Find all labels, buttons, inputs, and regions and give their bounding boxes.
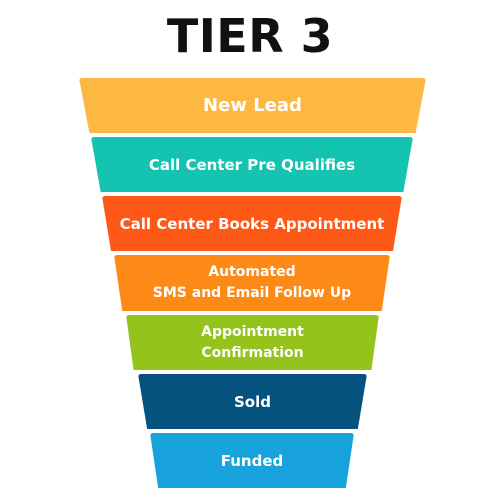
funnel-stage-funded: Funded: [150, 433, 354, 488]
stage-label: New Lead: [203, 95, 302, 116]
stage-label-line-2: SMS and Email Follow Up: [152, 285, 352, 301]
funnel-stage-sold: Sold: [138, 374, 367, 429]
funnel-title: TIER 3: [166, 9, 334, 63]
funnel-stage-automated-follow-up: Automated SMS and Email Follow Up: [114, 255, 390, 311]
funnel-stage-pre-qualifies: Call Center Pre Qualifies: [91, 137, 413, 192]
funnel-stage-new-lead: New Lead: [79, 78, 426, 133]
stage-label: Call Center Pre Qualifies: [148, 155, 356, 174]
stage-label-line-1: Appointment: [201, 323, 304, 340]
stage-label: Call Center Books Appointment: [119, 214, 385, 233]
stage-label-line-1: Automated: [208, 264, 296, 280]
funnel-stage-books-appointment: Call Center Books Appointment: [102, 196, 402, 251]
stage-label: Sold: [234, 392, 271, 411]
stage-label-line-2: Confirmation: [201, 344, 304, 361]
funnel-stage-appointment-confirmation: Appointment Confirmation: [126, 315, 379, 370]
stage-label: Funded: [220, 451, 284, 470]
